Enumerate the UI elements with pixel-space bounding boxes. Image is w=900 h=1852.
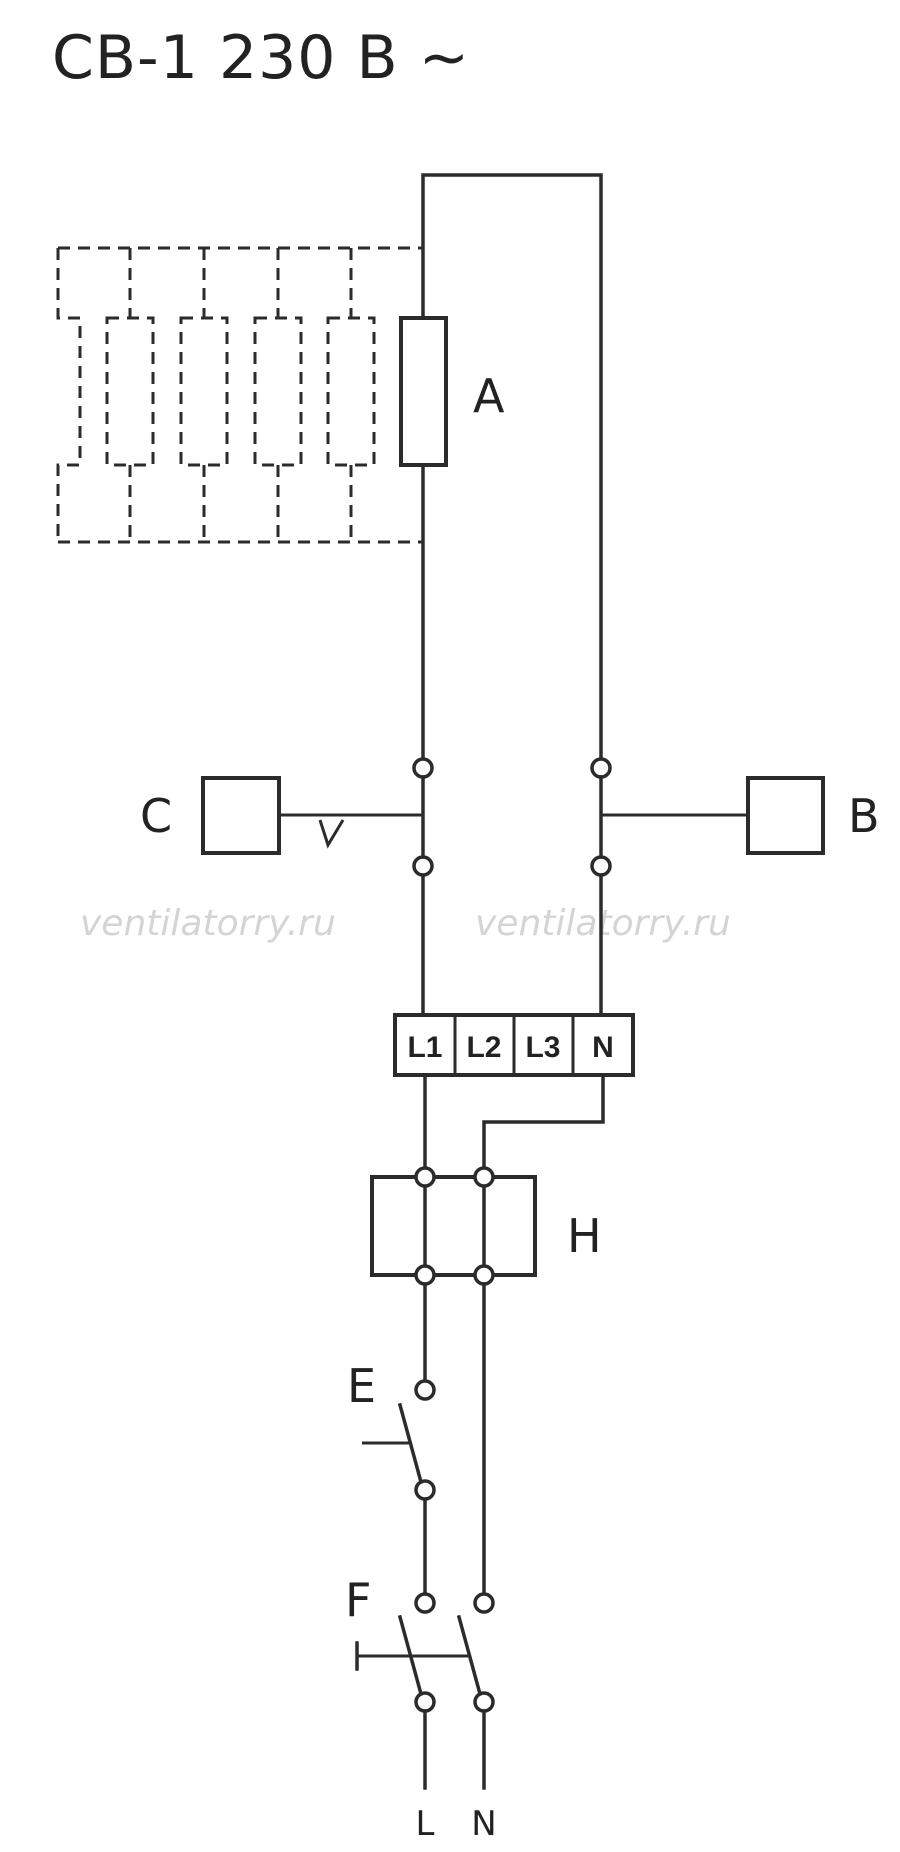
main-loop-wire xyxy=(421,173,603,762)
h-terminal-top-l xyxy=(414,1166,436,1188)
diagram-title: СВ-1 230 В ~ xyxy=(52,23,470,93)
label-b: B xyxy=(848,789,880,843)
breaker-f xyxy=(355,1592,495,1713)
terminal-block: L1 L2 L3 N xyxy=(393,1013,635,1077)
h-terminal-top-n xyxy=(473,1166,495,1188)
dashed-heater-left xyxy=(56,248,82,542)
device-c-thermostat xyxy=(201,776,281,855)
contact-c-switch xyxy=(412,757,434,877)
h-terminal-bottom-n xyxy=(473,1264,495,1286)
label-supply-l: L xyxy=(416,1804,435,1844)
label-c: C xyxy=(140,789,172,843)
label-f: F xyxy=(345,1573,371,1627)
dashed-heater-4 xyxy=(326,248,376,542)
device-b-relay xyxy=(746,776,825,855)
watermark-left: ventilatorry.ru xyxy=(80,903,336,944)
h-terminal-bottom-l xyxy=(414,1264,436,1286)
optional-heaters-dashed xyxy=(56,246,423,544)
label-e: E xyxy=(347,1359,376,1413)
contact-b-switch xyxy=(590,757,612,877)
dashed-heater-3 xyxy=(253,248,303,542)
dashed-heater-1 xyxy=(105,248,155,542)
watermark-right: ventilatorry.ru xyxy=(475,903,731,944)
label-a: A xyxy=(473,369,505,423)
dashed-heater-2 xyxy=(179,248,229,542)
n-to-h-wire xyxy=(482,1073,605,1172)
device-h xyxy=(370,1175,537,1277)
top-loop-wires xyxy=(421,173,603,762)
terminal-n: N xyxy=(592,1031,614,1064)
terminal-l1: L1 xyxy=(407,1031,442,1064)
label-h: H xyxy=(567,1209,602,1263)
terminal-l3: L3 xyxy=(525,1031,560,1064)
heater-element-a xyxy=(399,316,448,467)
thermal-trigger-icon xyxy=(318,819,345,849)
label-supply-n: N xyxy=(471,1804,496,1844)
terminal-l2: L2 xyxy=(466,1031,501,1064)
